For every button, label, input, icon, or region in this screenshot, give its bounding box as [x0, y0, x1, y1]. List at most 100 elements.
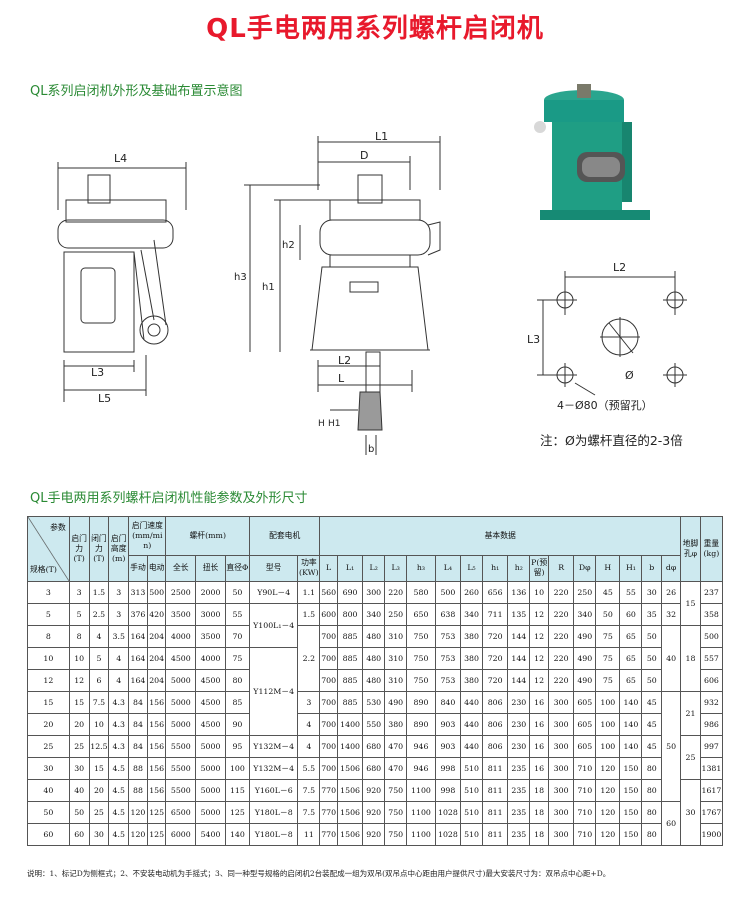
table-cell: 4000	[165, 625, 197, 648]
table-cell: 750	[406, 647, 436, 670]
table-cell: 1400	[336, 713, 364, 736]
table-cell: 376	[128, 603, 148, 626]
table-cell: 2.2	[297, 625, 321, 692]
table-cell: 500	[699, 625, 723, 648]
table-cell: 1100	[406, 779, 436, 802]
table-cell: 15	[27, 691, 70, 714]
header-screw-twist: 扭长	[195, 554, 226, 583]
table-cell: 88	[128, 779, 148, 802]
table-cell: 12	[68, 669, 90, 692]
table-cell: 230	[507, 735, 531, 758]
header-motor-power: 功率(KW)	[297, 554, 321, 583]
table-cell: 606	[699, 669, 723, 692]
table-cell: 4	[297, 713, 321, 736]
table-cell: 20	[88, 779, 110, 802]
table-cell: 235	[507, 801, 531, 824]
table-cell: 120	[128, 823, 148, 846]
parameter-table: 参数规格(T) 启门力(T) 闭门力(T) 启门高度(m) 启门速度(mm/mi…	[27, 516, 723, 858]
table-cell: 3000	[195, 603, 226, 626]
table-cell: 5.5	[297, 757, 321, 780]
label-h3: h3	[234, 272, 247, 283]
header-R: R	[547, 554, 575, 583]
table-cell: 720	[482, 647, 509, 670]
table-cell: 800	[336, 603, 364, 626]
table-cell: 35	[641, 603, 663, 626]
header-L3: L₃	[384, 554, 408, 583]
table-cell: Y180L－8	[249, 801, 299, 824]
table-cell: 300	[547, 823, 575, 846]
table-cell: Y100L₁－4	[249, 603, 299, 648]
table-cell: 1900	[699, 823, 723, 846]
table-cell: 340	[362, 603, 386, 626]
table-cell: 140	[619, 735, 643, 758]
table-cell: 15	[68, 691, 90, 714]
table-cell: 700	[319, 647, 338, 670]
table-cell: 3	[297, 691, 321, 714]
table-cell: 75	[595, 647, 621, 670]
table-cell: 40	[68, 779, 90, 802]
table-cell: 164	[128, 669, 148, 692]
header-speed-electric: 电动	[146, 554, 167, 583]
table-cell: 5500	[165, 757, 197, 780]
table-cell: 885	[336, 625, 364, 648]
table-cell: 12.5	[88, 735, 110, 758]
table-cell: 313	[128, 581, 148, 604]
table-cell: 490	[573, 669, 597, 692]
table-cell: 5	[68, 603, 90, 626]
table-cell: 125	[146, 801, 167, 824]
table-cell: 700	[319, 669, 338, 692]
table-cell: 510	[460, 823, 484, 846]
table-cell: 65	[619, 625, 643, 648]
table-cell: 230	[507, 713, 531, 736]
table-cell: 1506	[336, 757, 364, 780]
table-cell: 16	[529, 757, 549, 780]
machine-photo	[522, 82, 672, 227]
table-cell: 7.5	[88, 691, 110, 714]
table-cell: 300	[547, 779, 575, 802]
table-cell: 5500	[165, 779, 197, 802]
table-cell: 50	[661, 691, 682, 802]
table-cell: 340	[573, 603, 597, 626]
table-cell: 4.5	[108, 823, 130, 846]
table-cell: 811	[482, 779, 509, 802]
table-cell: 120	[595, 779, 621, 802]
table-cell: 358	[699, 603, 723, 626]
table-cell: 490	[573, 647, 597, 670]
table-cell: 6500	[165, 801, 197, 824]
table-cell: 490	[384, 691, 408, 714]
table-cell: 260	[460, 581, 484, 604]
table-cell: 5500	[165, 735, 197, 758]
table-cell: 5000	[165, 713, 197, 736]
table-cell: 5000	[195, 801, 226, 824]
label-holes: 4－Ø80（预留孔）	[557, 399, 653, 412]
table-cell: 235	[507, 757, 531, 780]
table-cell: 380	[460, 669, 484, 692]
header-corner: 参数规格(T)	[28, 517, 69, 581]
table-cell: 120	[595, 757, 621, 780]
label-H: H	[318, 419, 325, 429]
table-cell: 1767	[699, 801, 723, 824]
header-close-force: 闭门力(T)	[88, 516, 110, 582]
table-cell: 250	[384, 603, 408, 626]
header-motor: 配套电机	[249, 516, 321, 556]
table-cell: 720	[482, 625, 509, 648]
table-cell: Y90L－4	[249, 581, 299, 604]
table-cell: 120	[595, 801, 621, 824]
footnote: 说明：1、标记D为侧框式；2、不安装电动机为手摇式；3、同一种型号规格的启闭机2…	[27, 869, 611, 878]
table-cell: Y112M－4	[249, 647, 299, 736]
page-title: QL手电两用系列螺杆启闭机	[206, 14, 544, 44]
table-cell: 4.5	[108, 779, 130, 802]
table-cell: 4000	[195, 647, 226, 670]
table-cell: 45	[641, 691, 663, 714]
table-cell: 310	[384, 625, 408, 648]
table-cell: 4	[88, 625, 110, 648]
table-cell: 250	[573, 581, 597, 604]
table-cell: 10	[529, 581, 549, 604]
table-cell: 5	[88, 647, 110, 670]
label-D: D	[360, 149, 368, 162]
table-cell: 135	[507, 603, 531, 626]
table-cell: 144	[507, 669, 531, 692]
table-cell: 156	[146, 713, 167, 736]
table-cell: 885	[336, 647, 364, 670]
